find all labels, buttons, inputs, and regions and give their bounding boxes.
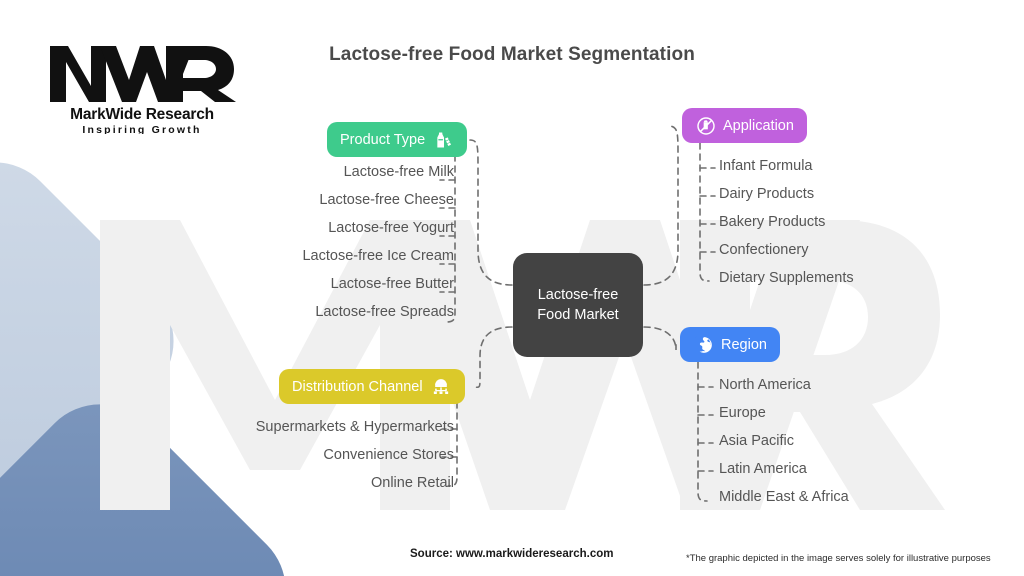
list-item: Latin America: [719, 461, 807, 477]
list-item: Asia Pacific: [719, 433, 794, 449]
page-title: Lactose-free Food Market Segmentation: [329, 44, 695, 65]
list-item: Supermarkets & Hypermarkets: [255, 419, 454, 435]
connector-region: [643, 326, 677, 351]
leaf-list-distribution-channel: Supermarkets & Hypermarkets Convenience …: [256, 413, 454, 497]
list-item: Lactose-free Cheese: [319, 192, 454, 208]
branch-badge-product-type[interactable]: Product Type: [327, 122, 468, 157]
source-note: Source: www.markwideresearch.com: [410, 548, 614, 560]
center-node: Lactose-free Food Market: [513, 253, 643, 357]
leaf-list-product-type: Lactose-free Milk Lactose-free Cheese La…: [302, 158, 454, 326]
branch-badge-distribution-channel[interactable]: Distribution Channel: [279, 369, 465, 404]
leaf-list-application: Infant Formula Dairy Products Bakery Pro…: [719, 152, 854, 292]
list-item: Lactose-free Yogurt: [328, 220, 454, 236]
list-item: Dietary Supplements: [719, 270, 854, 286]
globe-icon: [693, 334, 714, 355]
branch-badge-region[interactable]: Region: [680, 327, 780, 362]
list-item: Middle East & Africa: [719, 489, 849, 505]
list-item: Infant Formula: [719, 158, 813, 174]
list-item: Lactose-free Butter: [330, 276, 454, 292]
milk-carton-icon: [433, 129, 454, 150]
distribution-network-icon: [431, 376, 452, 397]
list-item: Dairy Products: [719, 186, 815, 202]
center-node-line-1: Lactose-free: [537, 287, 619, 303]
list-item: Europe: [719, 405, 766, 421]
svg-text:Inspiring Growth: Inspiring Growth: [82, 124, 201, 134]
branch-label-application: Application: [723, 117, 794, 134]
list-item: Lactose-free Spreads: [315, 304, 454, 320]
spine-application: [699, 142, 710, 282]
company-logo: MarkWide Research Inspiring Growth: [50, 46, 236, 134]
branch-badge-application[interactable]: Application: [682, 108, 807, 143]
list-item: Online Retail: [370, 475, 454, 491]
list-item: Confectionery: [719, 242, 809, 258]
branch-label-region: Region: [721, 336, 767, 353]
list-item: Bakery Products: [719, 214, 826, 230]
branch-label-distribution-channel: Distribution Channel: [292, 378, 423, 395]
list-item: North America: [719, 377, 811, 393]
connector-product-type: [469, 139, 513, 286]
svg-text:MarkWide Research: MarkWide Research: [70, 106, 214, 123]
decorative-shape-light: [0, 135, 201, 547]
list-item: Convenience Stores: [323, 447, 454, 463]
list-item: Lactose-free Milk: [343, 164, 454, 180]
list-item: Lactose-free Ice Cream: [302, 248, 454, 264]
connector-application: [643, 125, 679, 286]
center-node-line-2: Food Market: [537, 307, 619, 323]
connector-distribution-channel: [471, 326, 513, 389]
leaf-list-region: North America Europe Asia Pacific Latin …: [719, 371, 849, 511]
branch-label-product-type: Product Type: [340, 131, 426, 148]
lactose-free-icon: [695, 115, 716, 136]
disclaimer-note: *The graphic depicted in the image serve…: [686, 553, 991, 564]
spine-region: [697, 361, 708, 502]
